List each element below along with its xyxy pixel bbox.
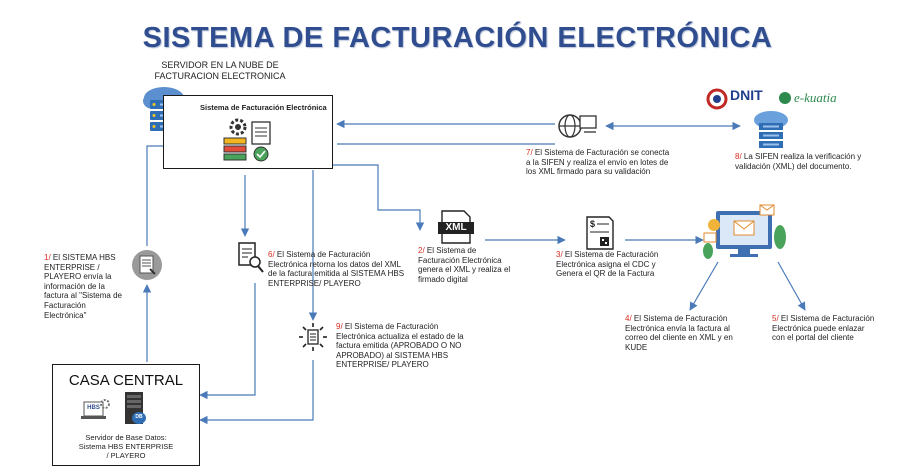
ekuatia-logo-text: e-kuatia (794, 90, 837, 105)
invoice-qr-icon: $ (586, 216, 614, 250)
sifen-server-icon (754, 111, 788, 148)
step-6-number: 6 (268, 250, 273, 259)
globe-connector-icon (558, 114, 597, 138)
document-circle-icon (132, 250, 162, 280)
dnit-seal-icon (706, 88, 728, 110)
step-1-text: 1/ El SISTEMA HBS ENTERPRISE / PLAYERO e… (44, 253, 122, 320)
hbs-laptop-icon: HBS (81, 399, 111, 423)
arrow-email-to-step4 (689, 261, 719, 311)
step-5-text: 5/ El Sistema de Facturación Electrónica… (772, 314, 875, 343)
step-1-number: 1 (44, 253, 49, 262)
ekuatia-logo: e-kuatia (778, 88, 843, 110)
diagram-title: SISTEMA DE FACTURACIÓN ELECTRÓNICA (142, 22, 773, 54)
xml-badge: XML (445, 222, 467, 233)
step-2-text: 2/ El Sistema de Facturación Electrónica… (418, 246, 511, 284)
step-2-number: 2 (418, 246, 423, 255)
step-3-number: 3 (556, 250, 561, 259)
step-3-text: 3/ El Sistema de Facturación Electrónica… (556, 250, 659, 279)
arrow-step9-to-casa (199, 360, 314, 425)
dnit-logo: DNIT (706, 87, 772, 110)
database-server-icon: DB (123, 391, 147, 427)
xml-file-icon: XML (436, 209, 476, 245)
step-7-number: 7 (526, 148, 531, 157)
cloud-server-label: SERVIDOR EN LA NUBE DE FACTURACION ELECT… (154, 60, 286, 81)
fe-system-label: Sistema de Facturación Electrónica (200, 103, 327, 112)
email-monitor-icon (703, 204, 786, 259)
step-4-number: 4 (625, 314, 630, 323)
step-9-number: 9 (336, 322, 341, 331)
hbs-badge: HBS (87, 405, 100, 411)
step-4-text: 4/ El Sistema de Facturación Electrónica… (625, 314, 733, 352)
arrow-email-to-step5 (777, 261, 806, 311)
step-8-number: 8 (735, 152, 740, 161)
status-update-icon (299, 323, 327, 351)
ekuatia-mark-icon (779, 92, 791, 104)
document-search-icon (238, 242, 264, 273)
db-badge: DB (135, 414, 143, 420)
casa-central-box: CASA CENTRAL HBS DB Servidor de Base Dat… (52, 364, 200, 466)
step-8-text: 8/ La SIFEN realiza la verificación y va… (735, 152, 862, 171)
dnit-logo-text: DNIT (730, 87, 763, 103)
casa-central-title: CASA CENTRAL (68, 372, 184, 389)
arrow-step6-to-casa (199, 283, 256, 400)
db-server-label: Servidor de Base Datos: Sistema HBS ENTE… (78, 433, 174, 460)
step-6-text: 6/ El Sistema de Facturación Electrónica… (268, 250, 405, 288)
gear-documents-icon (223, 118, 271, 162)
step-9-text: 9/ El Sistema de Facturación Electrónica… (336, 322, 464, 370)
svg-text:$: $ (590, 219, 595, 229)
step-7-text: 7/ El Sistema de Facturación se conecta … (526, 148, 670, 177)
step-5-number: 5 (772, 314, 777, 323)
fe-system-box: Sistema de Facturación Electrónica (163, 95, 333, 169)
